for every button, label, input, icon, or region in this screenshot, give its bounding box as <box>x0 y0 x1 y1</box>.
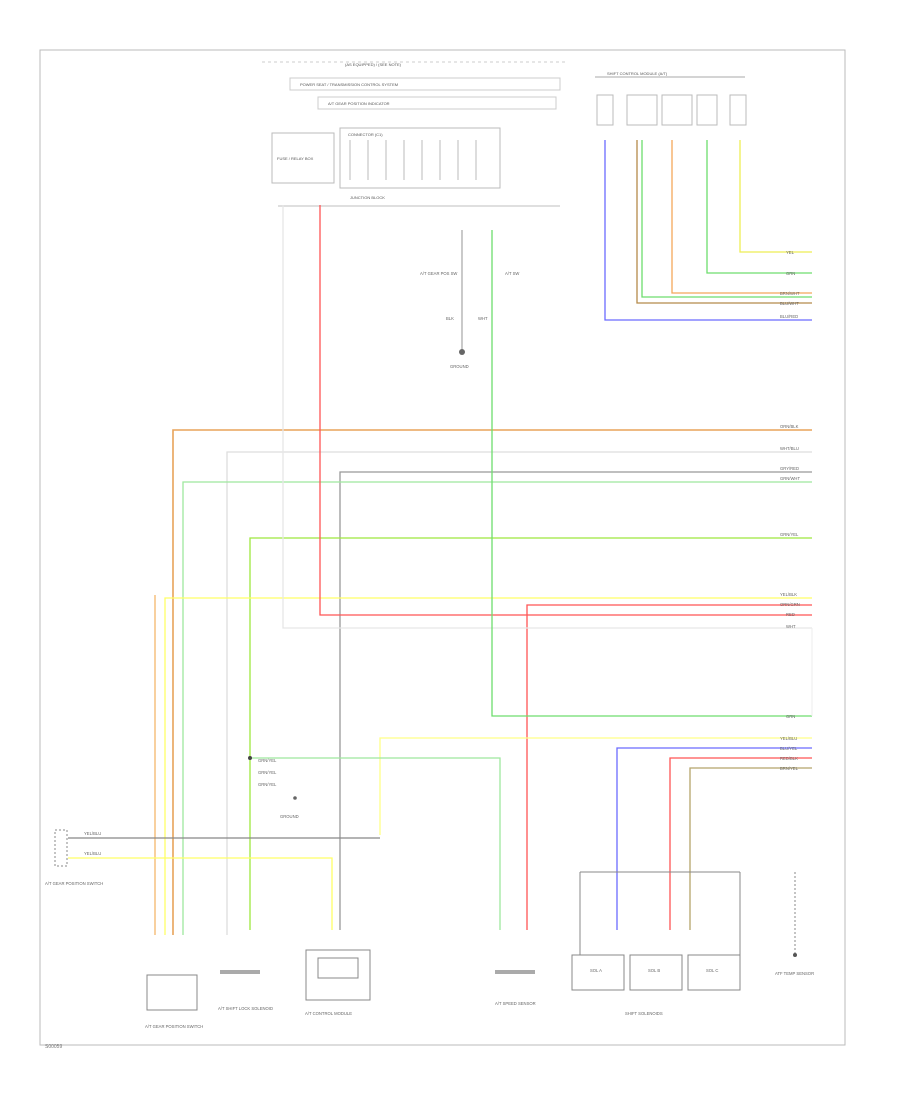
ground-wire-label-2: WHT <box>478 316 488 321</box>
bottom-caption: SHIFT SOLENOIDS <box>625 1011 663 1016</box>
splice-label-3: GRN/YEL <box>258 782 277 787</box>
right-wire-labels: YEL GRN BRN/WHT BLU/WHT BLU/RED ORN/BLK … <box>780 250 800 771</box>
junction-connector-box <box>339 127 501 189</box>
top-banner: (AS EQUIPPED) / (SEE NOTE) <box>345 62 402 67</box>
wire-bluyel <box>616 747 812 930</box>
splice-label-2: GRN/YEL <box>258 770 277 775</box>
solenoid-label: SOL B <box>648 968 660 973</box>
wire-label-right: BRN/WHT <box>780 291 800 296</box>
left-switch-caption: A/T GEAR POSITION SWITCH <box>45 881 103 886</box>
component-shift-lock <box>220 970 260 974</box>
wire-orn-long <box>172 429 812 935</box>
wire-yelblu <box>379 737 812 835</box>
wire-label-right: GRN/WHT <box>780 476 800 481</box>
solenoid-b <box>629 954 683 991</box>
wire-label-right: WHT <box>786 624 796 629</box>
wire-yel-a <box>739 140 812 253</box>
splice-label-1: GRN/YEL <box>258 758 277 763</box>
junction-pins <box>349 140 477 180</box>
ground-icon <box>459 349 465 355</box>
left-switch-box <box>54 829 68 867</box>
wire-label-right: RED/BLK <box>780 756 798 761</box>
junction-label-box <box>271 132 335 184</box>
top-ref-box-2 <box>317 96 557 110</box>
wire-grn-long <box>491 230 812 717</box>
wire-wht-b <box>282 205 812 629</box>
junction-footer: JUNCTION BLOCK <box>350 195 385 200</box>
bottom-caption: A/T SHIFT LOCK SOLENOID <box>218 1006 273 1011</box>
diagram-border <box>39 49 846 1046</box>
page-ref: S00059 <box>45 1044 62 1050</box>
wire-brnyel <box>689 767 812 930</box>
wire-label-right: RED <box>786 612 795 617</box>
wire-red-b <box>526 604 812 930</box>
wire-grnyel-long <box>249 537 812 930</box>
wire-yel-long <box>164 597 812 935</box>
wire-label-right: WHT/BLU <box>780 446 799 451</box>
wire-brn <box>636 140 812 304</box>
top-ref-box-1 <box>289 77 561 91</box>
fuse-label-2: A/T SW <box>505 271 519 276</box>
splice-caption: GROUND <box>280 814 299 819</box>
wire-label-right: YEL/BLU <box>780 736 797 741</box>
component-gear-switch <box>146 974 198 1011</box>
wire-label-right: YEL/BLK <box>780 592 797 597</box>
wire-grn-b <box>706 140 812 274</box>
solenoid-a <box>571 954 625 991</box>
left-wire-label-1: YEL/BLU <box>84 831 101 836</box>
wire-label-right: BLU/RED <box>780 314 798 319</box>
bottom-caption: A/T CONTROL MODULE <box>305 1011 352 1016</box>
wire-label-right: BRN/YEL <box>780 766 799 771</box>
wire-label-right: ORN/BLK <box>780 424 799 429</box>
ground-caption: GROUND <box>450 364 469 369</box>
top-ref-1: POWER SEAT / TRANSMISSION CONTROL SYSTEM <box>300 82 398 87</box>
wire-redblk <box>669 757 812 930</box>
ground-wire-label-1: BLK <box>446 316 454 321</box>
wire-label-right: GRN/YEL <box>780 532 799 537</box>
wire-label-right: GRY/RED <box>780 466 799 471</box>
fuse-label-1: A/T GEAR POS SW <box>420 271 457 276</box>
wire-orn <box>671 140 812 294</box>
solenoid-label: SOL A <box>590 968 602 973</box>
solenoid-label: SOL C <box>706 968 718 973</box>
junction-block-label: FUSE / RELAY BOX <box>277 156 314 161</box>
wire-label-right: BLU/WHT <box>780 301 799 306</box>
component-speed-sensor <box>495 970 535 974</box>
solenoid-c <box>687 954 741 991</box>
wire-yel-left <box>68 857 333 930</box>
component-control-module <box>305 949 371 1001</box>
junction-connector-label: CONNECTOR (C1) <box>348 132 383 137</box>
wire-red-long <box>319 205 812 616</box>
bottom-caption: A/T GEAR POSITION SWITCH <box>145 1024 203 1029</box>
left-wire-label-2: YEL/BLU <box>84 851 101 856</box>
top-ref-2: A/T GEAR POSITION INDICATOR <box>328 101 390 106</box>
shift-panel-title: SHIFT CONTROL MODULE (A/T) <box>607 71 668 76</box>
wire-label-right: GRN <box>786 271 795 276</box>
wire-label-right: ORN/GRN <box>780 602 800 607</box>
wire-grnyel-splice <box>250 757 501 930</box>
wire-blu <box>604 140 812 321</box>
wire-label-right: YEL <box>786 250 795 255</box>
wire-grnwht-long <box>182 481 812 935</box>
wire-label-right: BLU/YEL <box>780 746 798 751</box>
wire-grn-a <box>641 140 812 298</box>
wire-label-right: GRN <box>786 714 795 719</box>
wire-gry-long <box>339 471 812 930</box>
bottom-caption: ATF TEMP SENSOR <box>775 971 814 976</box>
wire-white-long <box>226 451 812 935</box>
bottom-caption: A/T SPEED SENSOR <box>495 1001 536 1006</box>
